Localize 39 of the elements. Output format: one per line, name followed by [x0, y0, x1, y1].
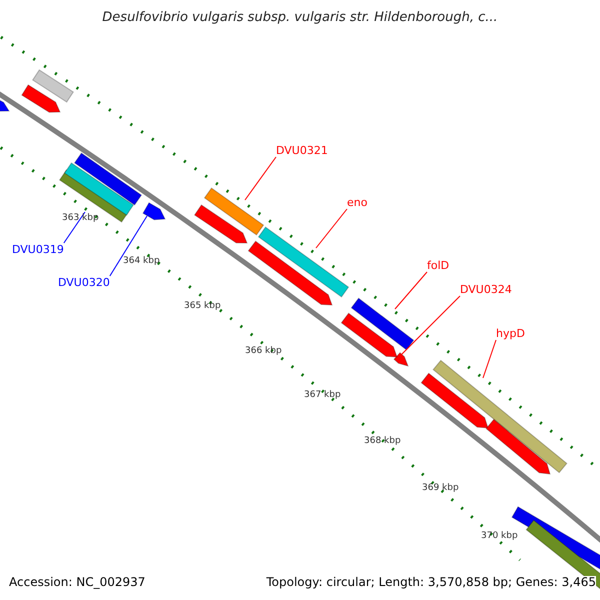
gene-block-pointed: [0, 98, 10, 112]
tick-label: 367 kbp: [304, 391, 341, 400]
leader-line: [400, 296, 460, 356]
leader-line: [482, 340, 496, 378]
gene-block-pointed: [486, 418, 551, 475]
tick-label: 363 kbp: [62, 214, 99, 223]
gene-label: DVU0321: [276, 145, 328, 156]
gene-block-pointed: [142, 202, 166, 220]
footer-text: Topology: circular; Length: 3,570,858 bp; Genes: 3,465: [266, 576, 596, 588]
tick-label: 368 kbp: [364, 437, 401, 446]
leader-line: [109, 216, 148, 276]
footer-text: Accession: NC_002937: [9, 576, 146, 588]
diagram-title: Desulfovibrio vulgaris subsp. vulgaris str. Hildenborough, c...: [101, 11, 499, 24]
gene-label: eno: [347, 197, 368, 208]
gene-label: DVU0320: [58, 277, 110, 288]
gene-label: hypD: [496, 328, 525, 339]
gene-label: DVU0319: [12, 244, 64, 255]
tick-label: 369 kbp: [422, 484, 459, 493]
gene-block-pointed: [420, 372, 489, 429]
leader-line: [394, 272, 428, 310]
gene-block-pointed: [340, 312, 398, 358]
tick-label: 365 kbp: [184, 302, 221, 311]
tick-label: 364 kbp: [123, 257, 160, 266]
gene-block: [74, 152, 142, 206]
tick-label: 370 kbp: [481, 532, 518, 541]
gene-label: folD: [427, 260, 450, 271]
leader-line: [316, 208, 348, 248]
gene-block: [32, 69, 74, 103]
gene-block: [258, 226, 350, 298]
gene-block-pointed: [248, 240, 333, 306]
leader-line: [244, 156, 276, 200]
gene-block: [204, 187, 264, 236]
gene-block-pointed: [194, 204, 248, 244]
gene-label: DVU0324: [460, 284, 512, 295]
gene-block: [432, 360, 568, 474]
gene-block: [350, 298, 414, 350]
gene-block-pointed: [21, 84, 61, 113]
tick-label: 366 kbp: [245, 347, 282, 356]
leader-line: [63, 212, 86, 244]
